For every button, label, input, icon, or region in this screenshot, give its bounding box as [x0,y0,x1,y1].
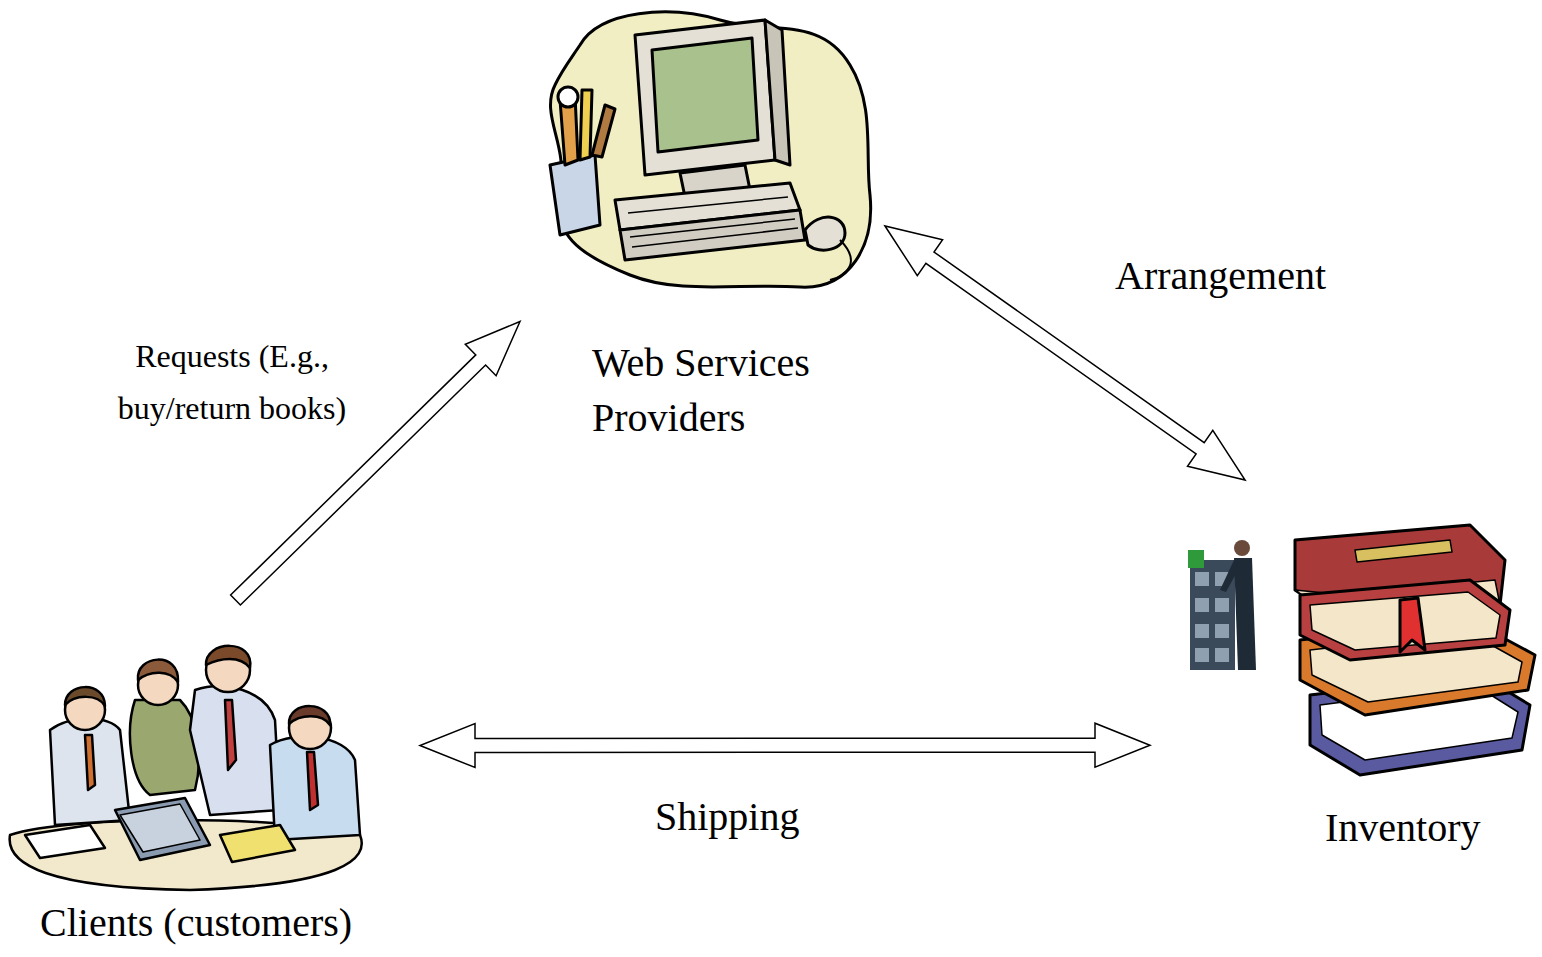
book-stack-clipart [1295,525,1535,775]
inventory-illustration [1150,480,1535,780]
computer-illustration [520,5,885,305]
node-caption: Inventory [1325,800,1530,855]
meeting-clipart [10,646,362,890]
illustrated-node: Inventory [1150,480,1535,870]
edge-label: Requests (E.g., buy/return books) [82,330,382,434]
computer-clipart [550,12,871,287]
customers-illustration [10,620,420,920]
edge-label: Arrangement [1115,252,1326,300]
illustrated-node: Web Services Providers [520,5,885,447]
edge-label: Shipping [655,793,799,841]
block-arrow [420,723,1150,767]
node-caption: Web Services Providers [592,335,877,445]
filing-cabinet-clipart [1155,540,1265,670]
illustrated-node: Clients (customers) [10,600,420,955]
node-caption: Clients (customers) [40,895,415,950]
